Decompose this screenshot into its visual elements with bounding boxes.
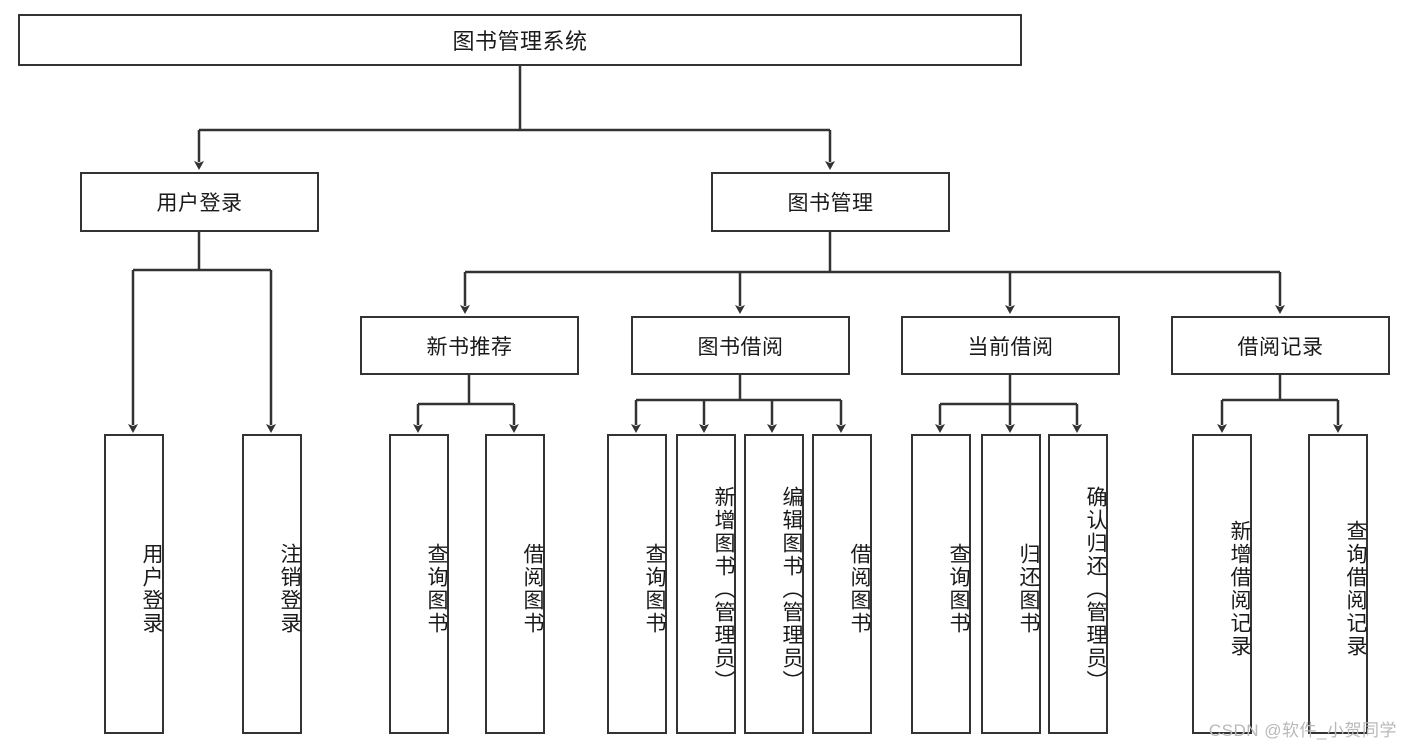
node-root-system[interactable]: 图书管理系统 xyxy=(18,14,1022,66)
node-label: 新增借阅记录 xyxy=(1228,520,1251,658)
watermark-text: CSDN @软件_小贺同学 xyxy=(1208,721,1397,740)
node-label: 用户登录 xyxy=(140,543,163,635)
leaf-record-add-record[interactable]: 新增借阅记录 xyxy=(1192,434,1252,734)
node-borrow-record[interactable]: 借阅记录 xyxy=(1171,316,1390,375)
leaf-current-query-book[interactable]: 查询图书 xyxy=(911,434,971,734)
leaf-borrow-query-book[interactable]: 查询图书 xyxy=(607,434,667,734)
node-label: 查询图书 xyxy=(947,543,970,635)
node-label: 借阅图书 xyxy=(848,543,871,635)
leaf-borrow-borrow-book[interactable]: 借阅图书 xyxy=(812,434,872,734)
node-new-book-recommend[interactable]: 新书推荐 xyxy=(360,316,579,375)
node-label: 当前借阅 xyxy=(967,335,1054,359)
node-label: 归还图书 xyxy=(1017,543,1040,635)
node-label: 图书借阅 xyxy=(697,335,784,359)
leaf-record-query-record[interactable]: 查询借阅记录 xyxy=(1308,434,1368,734)
node-label: 用户登录 xyxy=(156,192,243,215)
node-label: 借阅记录 xyxy=(1237,335,1324,359)
node-label: 查询图书 xyxy=(425,543,448,635)
node-user-login[interactable]: 用户登录 xyxy=(80,172,319,232)
leaf-current-confirm-return-admin[interactable]: 确认归还（管理员） xyxy=(1048,434,1108,734)
node-book-management[interactable]: 图书管理 xyxy=(711,172,950,232)
leaf-recommend-query-book[interactable]: 查询图书 xyxy=(389,434,449,734)
node-label: 确认归还（管理员） xyxy=(1084,485,1107,693)
node-label: 注销登录 xyxy=(278,543,301,635)
leaf-borrow-add-book-admin[interactable]: 新增图书（管理员） xyxy=(676,434,736,734)
node-label: 新增图书（管理员） xyxy=(712,485,735,693)
node-label: 图书管理系统 xyxy=(452,29,588,54)
node-label: 编辑图书（管理员） xyxy=(780,485,803,693)
node-label: 查询图书 xyxy=(643,543,666,635)
leaf-recommend-borrow-book[interactable]: 借阅图书 xyxy=(485,434,545,734)
node-label: 借阅图书 xyxy=(521,543,544,635)
leaf-user-login-logout[interactable]: 注销登录 xyxy=(242,434,302,734)
node-label: 查询借阅记录 xyxy=(1344,520,1367,658)
node-label: 图书管理 xyxy=(787,192,874,215)
leaf-user-login-login[interactable]: 用户登录 xyxy=(104,434,164,734)
node-label: 新书推荐 xyxy=(426,335,513,359)
leaf-current-return-book[interactable]: 归还图书 xyxy=(981,434,1041,734)
node-current-borrow[interactable]: 当前借阅 xyxy=(901,316,1120,375)
node-book-borrow[interactable]: 图书借阅 xyxy=(631,316,850,375)
leaf-borrow-edit-book-admin[interactable]: 编辑图书（管理员） xyxy=(744,434,804,734)
